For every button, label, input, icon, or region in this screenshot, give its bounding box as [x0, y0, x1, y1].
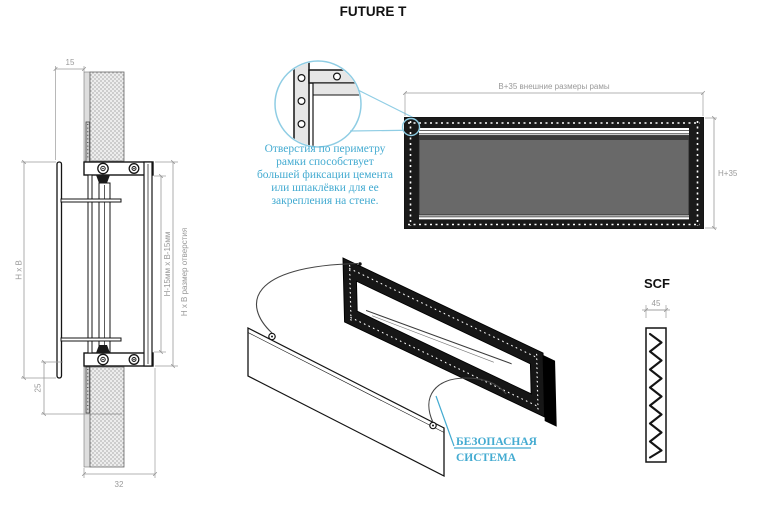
dim-grille-size: H x B	[15, 159, 56, 381]
dim-label-h35: H+35	[718, 169, 738, 178]
safety-label-line-2: СИСТЕМА	[456, 452, 517, 464]
grille-panel	[418, 135, 690, 216]
clamp-top	[96, 175, 110, 183]
dim-label-45: 45	[652, 299, 661, 308]
scf-view: SCF 45	[642, 276, 670, 463]
note-line-1: Отверстия по периметру	[265, 143, 386, 155]
safety-system-label: БЕЗОПАСНАЯ СИСТЕМА	[435, 395, 538, 464]
dim-label-b35: B+35 внешние размеры рамы	[498, 82, 609, 91]
scf-louvers-icon	[648, 332, 663, 459]
safety-label-line-1: БЕЗОПАСНАЯ	[456, 436, 538, 448]
wall-section-bottom	[83, 366, 125, 468]
perimeter-holes-icon	[297, 72, 342, 128]
dim-frame-width: B+35 внешние размеры рамы	[402, 82, 706, 116]
dim-label-opening: H x B размер отверстия	[180, 228, 189, 316]
anchor-strip-bottom	[85, 366, 90, 414]
dim-opening-size: H x B размер отверстия	[155, 159, 189, 369]
anchor-strip-top	[85, 121, 90, 163]
note-line-4: или шпаклёвки для ее	[271, 182, 378, 194]
note-line-2: рамки способствует	[276, 156, 374, 168]
dim-label-hxb: H x B	[15, 260, 24, 280]
exploded-frame	[342, 257, 557, 427]
front-view: B+35 внешние размеры рамы H+35	[401, 82, 738, 231]
note-line-3: большей фиксации цемента	[257, 169, 393, 181]
dim-overlap: 25	[34, 359, 122, 417]
panel-screw-icon	[268, 332, 437, 430]
scf-label: SCF	[644, 276, 670, 291]
dim-label-inner: H-15мм x B-15мм	[163, 232, 172, 297]
detail-target-marker	[401, 117, 421, 137]
dim-label-25: 25	[34, 383, 43, 392]
dim-label-15: 15	[66, 58, 75, 67]
safety-leader-line	[435, 395, 455, 447]
exploded-view: БЕЗОПАСНАЯ СИСТЕМА	[247, 257, 557, 477]
dim-frame-height: H+35	[705, 115, 738, 231]
frame-hole-dashes	[408, 121, 700, 226]
detail-note: Отверстия по периметру рамки способствуе…	[257, 143, 393, 207]
dim-label-32: 32	[115, 480, 124, 489]
exploded-panel	[247, 327, 445, 477]
dim-wall-offset: 15	[53, 58, 87, 160]
screw-icon	[97, 162, 140, 366]
safety-cable-left	[256, 262, 359, 334]
section-view: 15 H x B 25 32 H-15мм x B-15	[15, 58, 190, 489]
dim-depth: 32	[81, 368, 158, 489]
dim-scf-width: 45	[642, 299, 670, 318]
dim-inner-size: H-15мм x B-15мм	[154, 173, 172, 355]
safety-cable-right	[428, 377, 508, 423]
wall-section-top	[83, 71, 125, 162]
page-title: FUTURE T	[340, 4, 407, 19]
note-line-5: закрепления на стене.	[271, 195, 378, 207]
front-flange	[56, 161, 122, 379]
detail-callout	[274, 60, 427, 148]
clamp-bottom	[96, 345, 110, 353]
exploded-frame-hole-dashes	[349, 264, 539, 411]
